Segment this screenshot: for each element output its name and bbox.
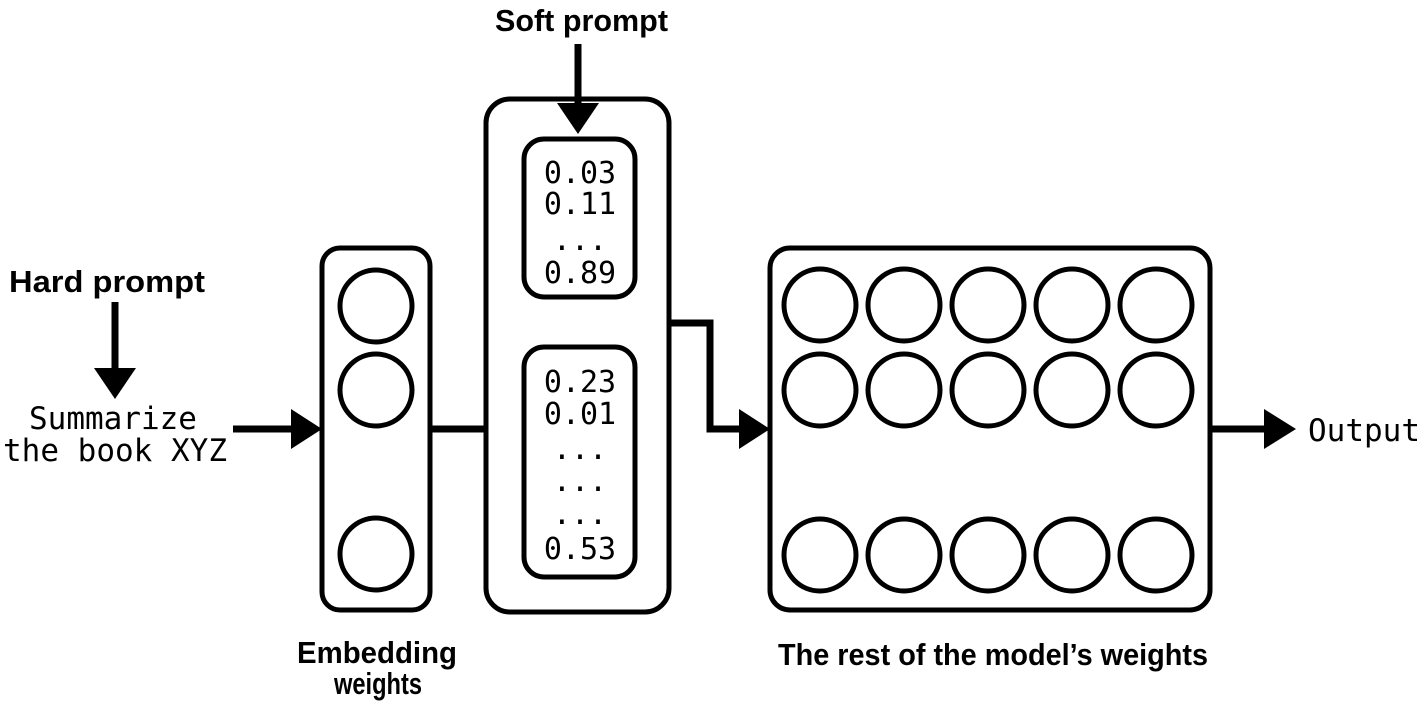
vector-ellipsis: ... bbox=[553, 223, 607, 258]
softprompt-to-model-elbow-arrow-icon bbox=[669, 319, 770, 449]
neuron-circle bbox=[337, 351, 415, 429]
vector-ellipsis: ... bbox=[553, 464, 607, 499]
vector-value: 0.11 bbox=[544, 187, 616, 222]
neuron-circle bbox=[1117, 266, 1195, 344]
vector-value: 0.03 bbox=[544, 156, 616, 191]
soft-prompt-vector-top-box bbox=[521, 136, 638, 300]
neuron-circle bbox=[337, 267, 415, 345]
hard-prompt-text-line2: the book XYZ bbox=[3, 433, 227, 469]
neuron-circle bbox=[1117, 351, 1195, 429]
model-weights-group: The rest of the model’s weights bbox=[767, 245, 1213, 672]
soft-prompt-down-arrow-icon bbox=[557, 44, 599, 134]
neuron-circle bbox=[1033, 351, 1111, 429]
neuron-circle bbox=[337, 515, 415, 593]
neuron-circle bbox=[865, 351, 943, 429]
neuron-circle bbox=[781, 516, 859, 594]
neuron-circle bbox=[865, 266, 943, 344]
neuron-circle bbox=[1117, 516, 1195, 594]
prompt-to-embedding-arrow-icon bbox=[233, 409, 322, 449]
hard-prompt-group: Hard prompt Summarize the book XYZ bbox=[3, 264, 322, 469]
soft-prompt-vector-bottom-box bbox=[521, 344, 638, 580]
neuron-circle bbox=[1033, 516, 1111, 594]
neuron-circle bbox=[865, 516, 943, 594]
neuron-circle bbox=[781, 351, 859, 429]
vector-ellipsis: ... bbox=[553, 432, 607, 467]
model-weights-label: The rest of the model’s weights bbox=[778, 637, 1208, 672]
model-to-output-arrow-icon bbox=[1210, 409, 1296, 449]
embedding-weights-label-line1: Embedding bbox=[297, 635, 457, 670]
neuron-circle bbox=[781, 266, 859, 344]
neuron-circle bbox=[1033, 266, 1111, 344]
neuron-circle bbox=[949, 266, 1027, 344]
hard-prompt-label: Hard prompt bbox=[9, 264, 205, 299]
neuron-circle bbox=[949, 516, 1027, 594]
output-group: Output bbox=[1210, 409, 1420, 449]
vector-value: 0.53 bbox=[544, 532, 616, 567]
embedding-weights-group: Embedding weights bbox=[297, 245, 457, 701]
hard-prompt-down-arrow-icon bbox=[94, 302, 136, 399]
embedding-weights-label-line2: weights bbox=[333, 666, 422, 701]
neuron-circle bbox=[949, 351, 1027, 429]
output-label: Output bbox=[1308, 413, 1420, 449]
soft-prompt-label: Soft prompt bbox=[495, 3, 668, 38]
vector-value: 0.01 bbox=[544, 397, 616, 432]
soft-prompt-group: Soft prompt 0.03 0.11 ... 0.89 0.23 0.01… bbox=[483, 3, 672, 615]
vector-value: 0.89 bbox=[544, 256, 616, 291]
vector-ellipsis: ... bbox=[553, 497, 607, 532]
hard-prompt-text-line1: Summarize bbox=[29, 401, 197, 437]
vector-value: 0.23 bbox=[544, 365, 616, 400]
